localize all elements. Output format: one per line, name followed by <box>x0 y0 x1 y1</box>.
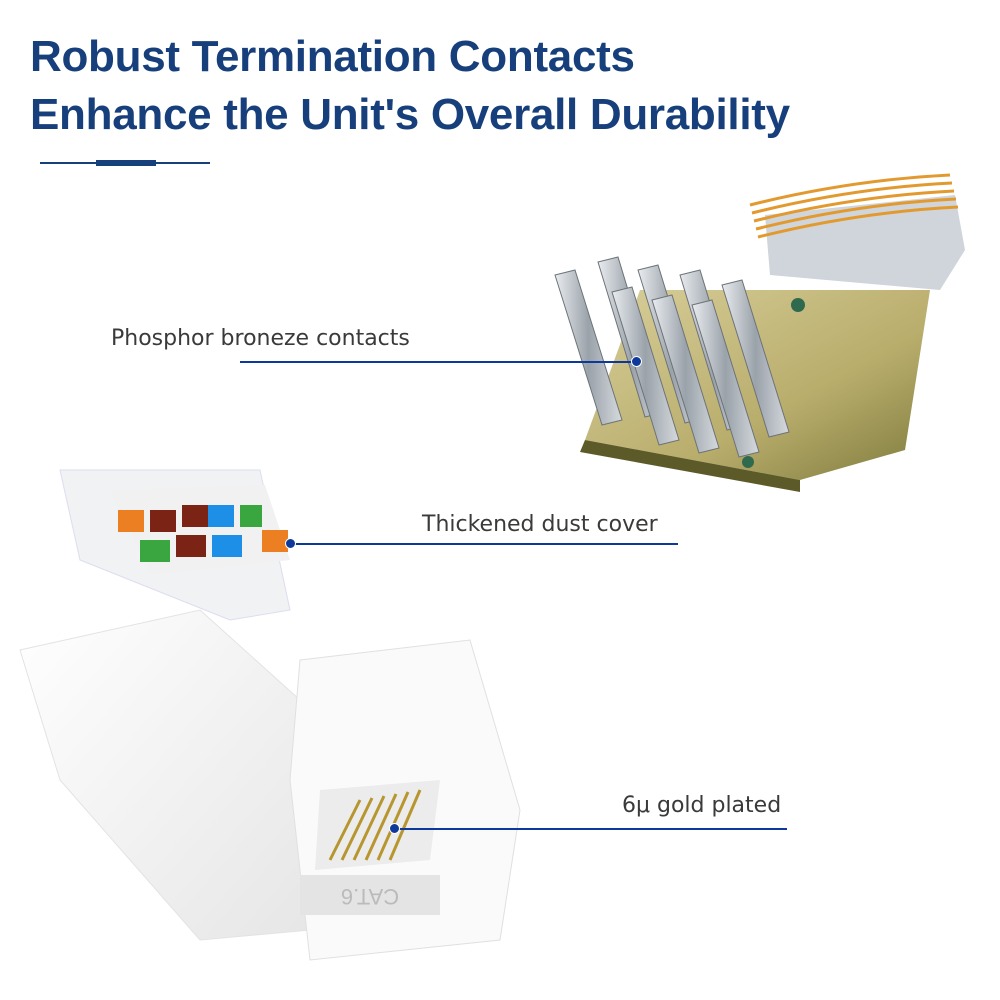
jack-marking: CAT.6 <box>341 884 399 909</box>
callout-label-dust-cover: Thickened dust cover <box>422 512 658 537</box>
callout-dot-gold-plated <box>389 823 400 834</box>
headline-line-1: Robust Termination Contacts <box>30 32 635 81</box>
callout-line-contacts <box>240 361 636 363</box>
headline-line-2: Enhance the Unit's Overall Durability <box>30 90 790 139</box>
callout-line-gold-plated <box>395 828 787 830</box>
callout-line-dust-cover <box>290 543 678 545</box>
callout-label-contacts: Phosphor broneze contacts <box>111 326 410 351</box>
callout-dot-contacts <box>631 356 642 367</box>
contact-module-image <box>554 173 965 492</box>
keystone-jack-image <box>19 469 521 961</box>
callout-label-gold-plated: 6μ gold plated <box>622 793 782 818</box>
wiring-color-label <box>118 505 288 562</box>
callout-dot-dust-cover <box>285 538 296 549</box>
title-underline-accent <box>96 160 156 166</box>
headline: Robust Termination Contacts Enhance the … <box>30 28 790 144</box>
